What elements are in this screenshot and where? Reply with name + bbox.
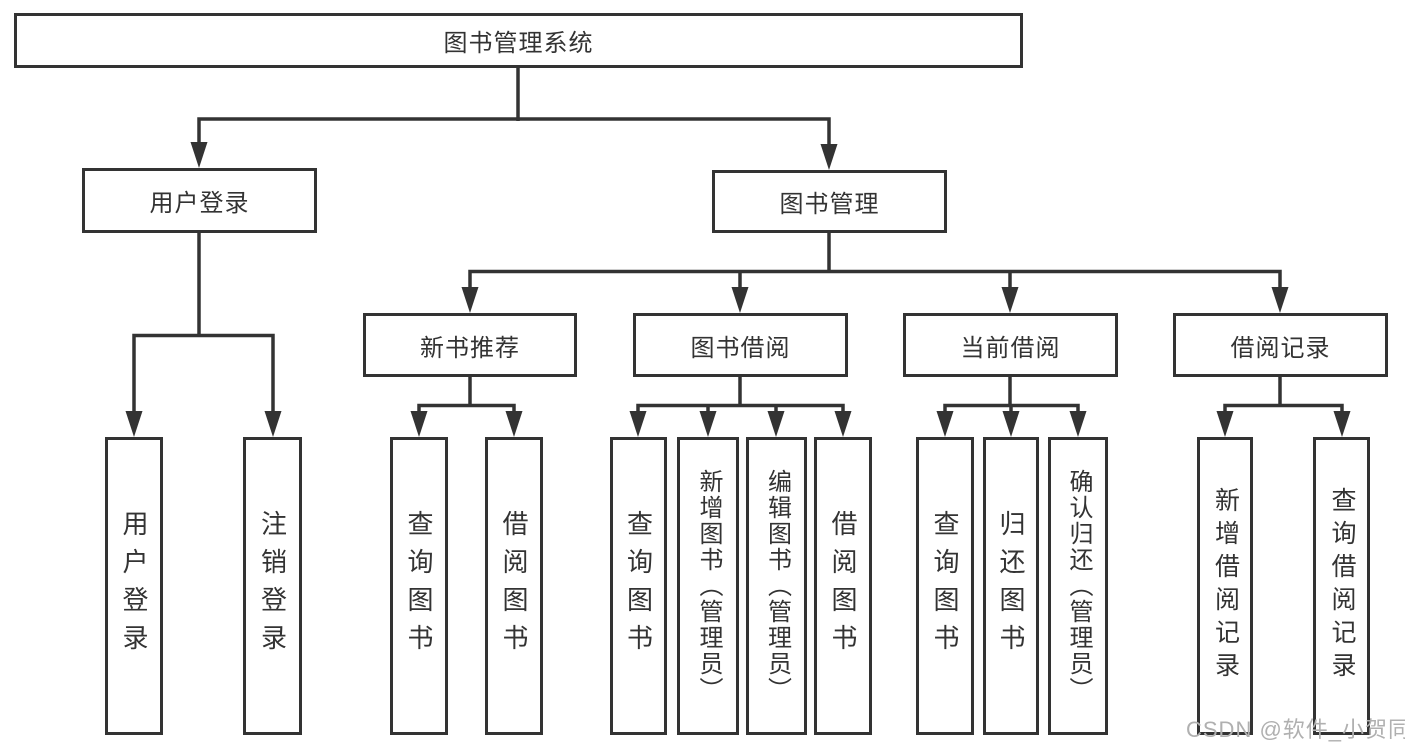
branch-user-login-to-leaves	[125, 233, 282, 437]
leaf-cb-confirm-return-admin: 确认归还（管理员）	[1048, 437, 1108, 735]
leaf-label: 注销登录	[257, 510, 288, 662]
leaf-label: 查询图书	[930, 510, 960, 662]
leaf-cb-return-books: 归还图书	[983, 437, 1039, 735]
leaf-bb-borrow-books: 借阅图书	[814, 437, 872, 735]
leaf-label: 确认归还（管理员）	[1065, 469, 1092, 703]
leaf-bb-edit-books-admin: 编辑图书（管理员）	[746, 437, 807, 735]
node-new-book-recommend: 新书推荐	[363, 313, 577, 377]
leaf-label: 查询图书	[404, 510, 434, 662]
leaf-label: 归还图书	[996, 510, 1026, 662]
branch-borrow-record-to-leaves	[1216, 377, 1351, 437]
leaf-label: 查询图书	[623, 510, 654, 662]
branch-new-books-to-leaves	[410, 377, 523, 437]
leaf-bb-add-books-admin: 新增图书（管理员）	[677, 437, 739, 735]
leaf-label: 用户登录	[119, 510, 149, 662]
leaf-label: 新增借阅记录	[1211, 487, 1240, 685]
node-user-login: 用户登录	[82, 168, 317, 233]
leaf-label: 借阅图书	[499, 510, 529, 662]
leaf-nb-query-books: 查询图书	[390, 437, 448, 735]
node-book-management: 图书管理	[712, 170, 947, 233]
leaf-nb-borrow-books: 借阅图书	[485, 437, 543, 735]
leaf-label: 新增图书（管理员）	[695, 469, 722, 703]
branch-book-borrow-to-leaves	[629, 377, 852, 437]
leaf-logout: 注销登录	[243, 437, 302, 735]
leaf-br-query-borrow-record: 查询借阅记录	[1313, 437, 1370, 735]
branch-root-to-level2	[190, 68, 838, 170]
node-borrowing-records: 借阅记录	[1173, 313, 1388, 377]
node-current-borrowing: 当前借阅	[903, 313, 1118, 377]
leaf-bb-query-books: 查询图书	[610, 437, 667, 735]
leaf-label: 借阅图书	[828, 510, 858, 662]
branch-current-borrow-to-leaves	[936, 377, 1087, 437]
branch-book-mgmt-to-level3	[461, 233, 1289, 313]
leaf-label: 查询借阅记录	[1328, 487, 1356, 685]
leaf-label: 编辑图书（管理员）	[763, 469, 791, 703]
leaf-br-add-borrow-record: 新增借阅记录	[1197, 437, 1253, 735]
leaf-user-login: 用户登录	[105, 437, 163, 735]
node-book-borrowing: 图书借阅	[633, 313, 848, 377]
csdn-watermark: CSDN @软件_小贺同学	[1186, 717, 1405, 742]
leaf-cb-query-books: 查询图书	[916, 437, 974, 735]
node-root-library-system: 图书管理系统	[14, 13, 1023, 68]
